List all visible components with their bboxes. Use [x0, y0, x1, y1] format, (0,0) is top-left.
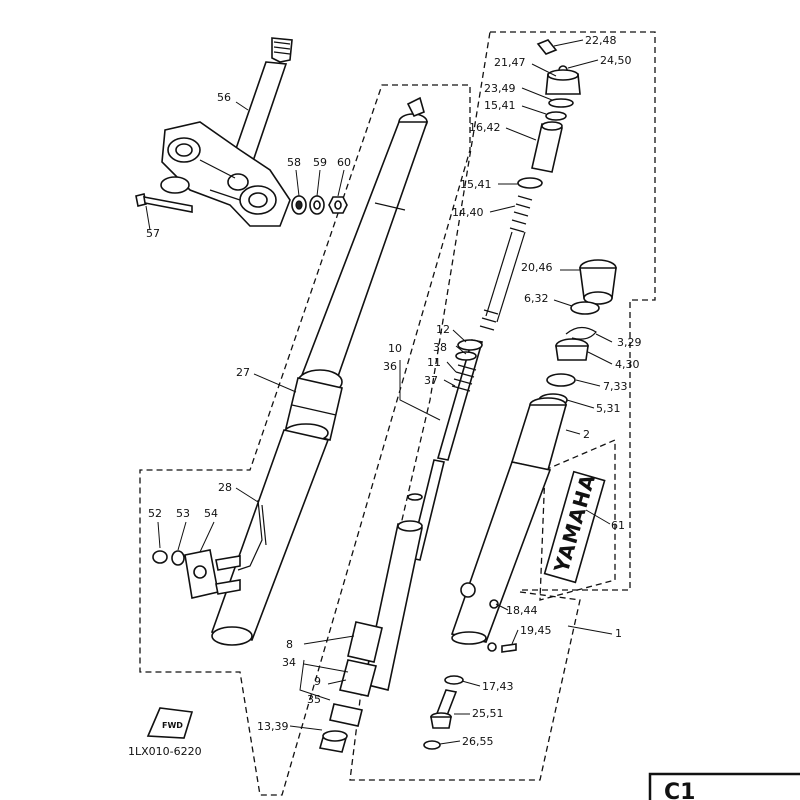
ring-38	[455, 351, 477, 361]
callout-c-58: 58	[287, 156, 301, 169]
callout-c-56: 56	[217, 91, 231, 104]
callout-c-6-32: 6,32	[524, 292, 549, 305]
svg-text:FWD: FWD	[162, 721, 183, 730]
callout-c-12: 12	[436, 323, 450, 336]
callout-c-59: 59	[313, 156, 327, 169]
inner-tube-2	[450, 397, 568, 645]
page-tab-label: C1	[664, 780, 695, 800]
inner-tube-upper	[318, 520, 423, 753]
outer-tube-group-boundary	[139, 84, 471, 796]
fork-spring-14	[479, 195, 533, 331]
callout-c-7-33: 7,33	[603, 380, 628, 393]
bolt-53	[171, 550, 185, 566]
callout-c-28: 28	[218, 481, 232, 494]
bleed-screw-19	[487, 642, 517, 653]
washer-7	[546, 373, 576, 387]
steering-stem-assembly	[160, 37, 293, 227]
callout-c-24-50: 24,50	[600, 54, 632, 67]
callout-c-4-30: 4,30	[615, 358, 640, 371]
callout-c-18-44: 18,44	[506, 604, 538, 617]
gasket-26	[423, 740, 441, 750]
callout-c-34: 34	[282, 656, 296, 669]
top-cap-assembly	[517, 39, 581, 189]
callout-c-21-47: 21,47	[494, 56, 526, 69]
dust-seal-20	[579, 259, 617, 305]
drain-bolt-18	[489, 599, 499, 609]
callout-c-15-41b: 15,41	[460, 178, 492, 191]
callout-c-52: 52	[148, 507, 162, 520]
page-tab: C1	[648, 772, 800, 800]
yamaha-emblem-61: YAMAHA	[543, 470, 606, 584]
callout-c-53: 53	[176, 507, 190, 520]
outer-tube-27	[210, 96, 429, 646]
callout-c-54: 54	[204, 507, 218, 520]
callout-c-60: 60	[337, 156, 351, 169]
callout-c-14-40: 14,40	[452, 206, 484, 219]
washer-59	[309, 195, 325, 215]
callout-c-36: 36	[383, 360, 397, 373]
nut-60	[328, 196, 348, 214]
air-valve-22	[536, 39, 558, 55]
o-ring-23	[548, 98, 574, 108]
cable-guide-28	[237, 499, 267, 571]
cap-52	[152, 550, 168, 564]
callout-c-27: 27	[236, 366, 250, 379]
callout-c-57: 57	[146, 227, 160, 240]
pinch-bolt-57	[135, 193, 193, 213]
callout-c-5-31: 5,31	[596, 402, 621, 415]
callout-c-26-55: 26,55	[462, 735, 494, 748]
callout-labels: 22,48 21,47 24,50 23,49 15,41 16,42 15,41 14,40…	[146, 34, 642, 748]
callout-c-3-29: 3,29	[617, 336, 642, 349]
damper-bolt-25	[430, 689, 458, 729]
diagram-id: 1LX010-6220	[128, 745, 202, 758]
callout-c-8: 8	[286, 638, 293, 651]
callout-c-10: 10	[388, 342, 402, 355]
brake-hose-holder-group	[152, 549, 241, 599]
callout-c-2: 2	[583, 428, 590, 441]
callout-c-20-46: 20,46	[521, 261, 553, 274]
washer-58	[291, 195, 307, 215]
ring-12	[457, 339, 483, 351]
callout-c-38: 38	[433, 341, 447, 354]
bushing-8	[347, 621, 383, 663]
callout-c-1: 1	[615, 627, 622, 640]
oil-seal-4	[555, 338, 589, 361]
callout-c-37: 37	[424, 374, 438, 387]
bushing-9	[339, 659, 377, 697]
washer-15b	[517, 177, 543, 189]
spacer-16	[531, 123, 563, 173]
circlip-3	[565, 326, 597, 340]
callout-c-22-48: 22,48	[585, 34, 617, 47]
leader-lines	[145, 39, 613, 745]
callout-c-19-45: 19,45	[520, 624, 552, 637]
seal-13	[329, 703, 363, 727]
callout-c-13-39: 13,39	[257, 720, 289, 733]
callout-c-9: 9	[314, 675, 321, 688]
inner-tube-group-boundary	[349, 31, 656, 781]
washer-6	[570, 301, 600, 315]
emblem-group-boundary	[539, 439, 616, 601]
washer-15a	[545, 111, 567, 121]
callout-c-61: 61	[611, 519, 625, 532]
callout-c-35: 35	[307, 693, 321, 706]
callout-c-23-49: 23,49	[484, 82, 516, 95]
callout-c-25-51: 25,51	[472, 707, 504, 720]
callout-c-16-42: 16,42	[469, 121, 501, 134]
callout-c-15-41a: 15,41	[484, 99, 516, 112]
callout-c-11: 11	[427, 356, 441, 369]
callout-c-17-43: 17,43	[482, 680, 514, 693]
washer-17	[444, 675, 464, 685]
fwd-arrow-icon: FWD	[146, 707, 194, 739]
